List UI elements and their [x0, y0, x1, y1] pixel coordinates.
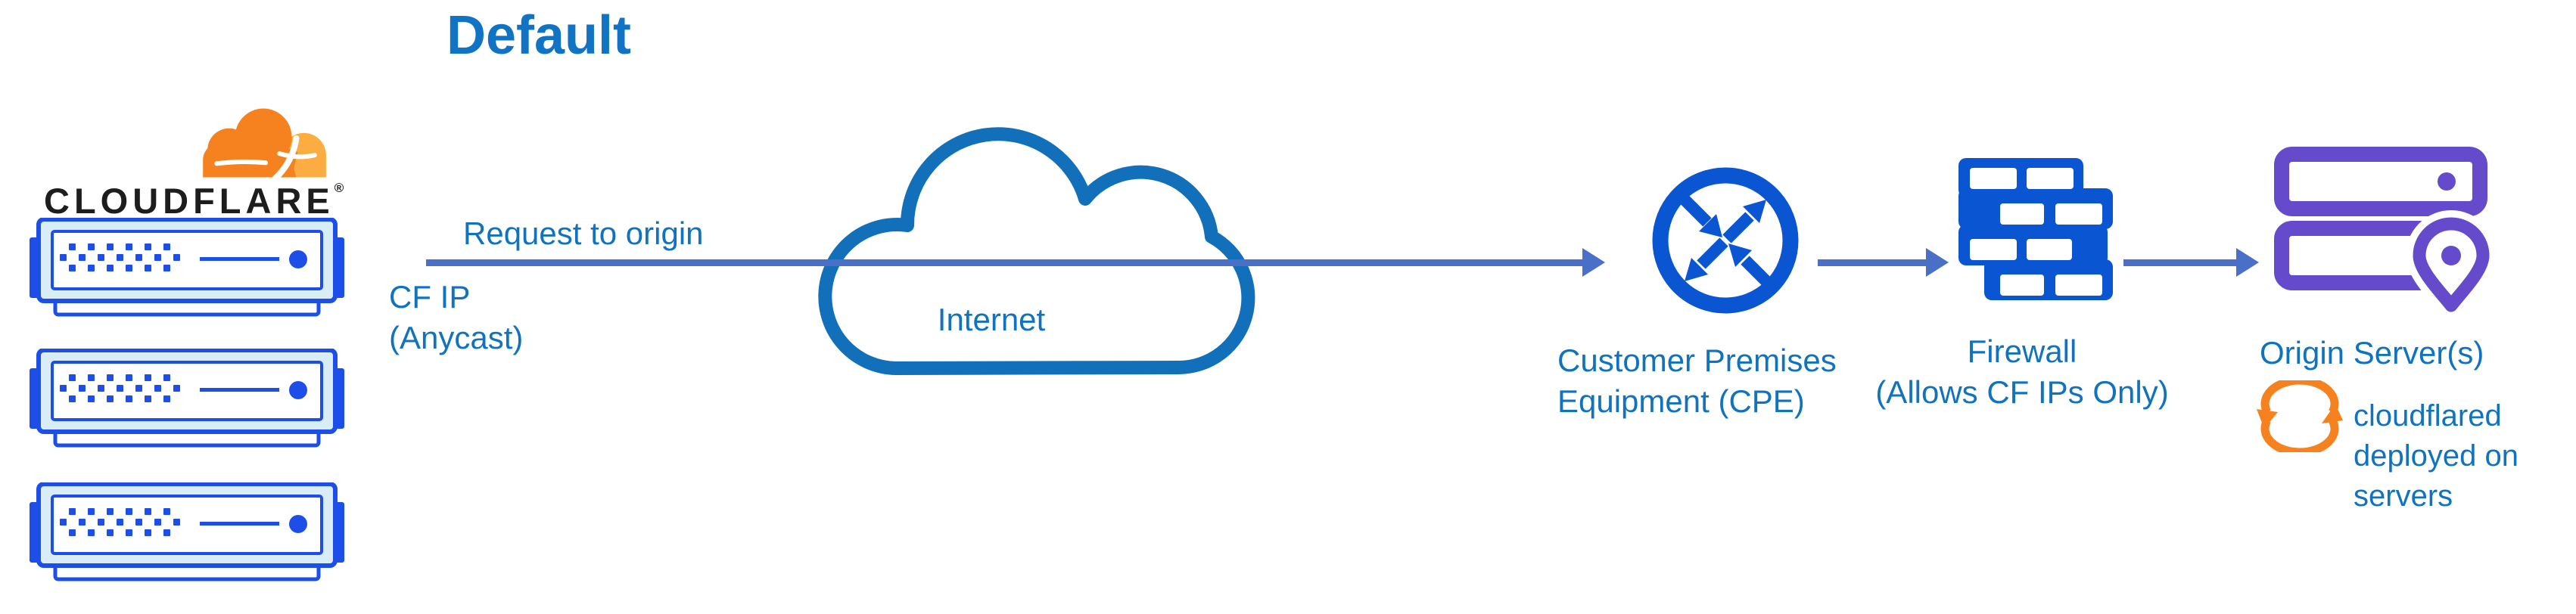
- request-flow-line: [426, 259, 1584, 266]
- cloudflare-server-icon: [30, 349, 344, 448]
- arrow-right-icon: [1582, 248, 1605, 277]
- cloudflare-wordmark: CLOUDFLARE®: [44, 180, 344, 222]
- firewall-label-line-1: Firewall: [1967, 333, 2077, 369]
- cloudflare-logo-icon: [203, 108, 326, 180]
- anycast-line: (Anycast): [389, 320, 524, 355]
- firewall-to-origin-line: [2123, 259, 2238, 266]
- cloudflare-server-icon: [30, 482, 344, 581]
- server-dot-matrix: [60, 374, 180, 402]
- arrow-right-icon: [1926, 248, 1949, 277]
- origin-servers-icon: [2274, 147, 2492, 315]
- page-title: Default: [446, 5, 632, 66]
- cloudflared-note: cloudflared deployed on servers: [2354, 396, 2518, 516]
- firewall-label: Firewall (Allows CF IPs Only): [1856, 331, 2189, 413]
- cf-ip-anycast-label: CF IP (Anycast): [389, 277, 523, 358]
- sync-arrows-icon: [2257, 380, 2343, 452]
- request-to-origin-label: Request to origin: [463, 216, 704, 251]
- cloudflared-note-line-3: servers: [2354, 479, 2453, 513]
- cloudflared-note-line-2: deployed on: [2354, 439, 2518, 473]
- server-dot-matrix: [60, 508, 180, 536]
- cf-ip-line: CF IP: [389, 279, 471, 315]
- internet-cloud-icon: [818, 127, 1255, 375]
- cloudflare-wordmark-text: CLOUDFLARE: [44, 181, 334, 221]
- cloudflare-server-icon: [30, 218, 344, 317]
- internet-label: Internet: [937, 302, 1046, 337]
- firewall-icon: [1958, 158, 2113, 300]
- cpe-router-icon: [1652, 167, 1799, 314]
- firewall-label-line-2: (Allows CF IPs Only): [1875, 374, 2169, 410]
- cloudflared-note-line-1: cloudflared: [2354, 399, 2502, 433]
- cpe-to-firewall-line: [1818, 259, 1927, 266]
- cpe-label-line-1: Customer Premises: [1557, 343, 1837, 378]
- cpe-label: Customer Premises Equipment (CPE): [1557, 340, 1837, 422]
- registered-mark: ®: [334, 181, 344, 195]
- server-dot-matrix: [60, 243, 180, 271]
- cpe-label-line-2: Equipment (CPE): [1557, 383, 1805, 419]
- arrow-right-icon: [2236, 248, 2259, 277]
- origin-servers-label: Origin Server(s): [2260, 335, 2484, 371]
- location-pin-icon: [2405, 210, 2492, 315]
